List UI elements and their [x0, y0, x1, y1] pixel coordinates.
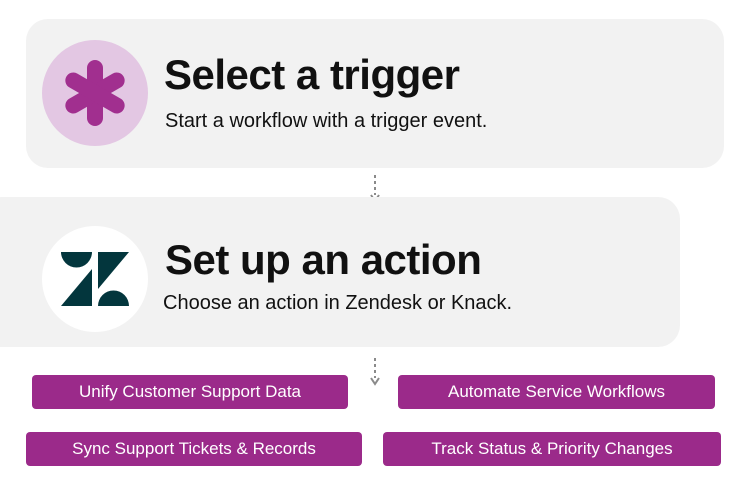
action-step-description: Choose an action in Zendesk or Knack. — [163, 292, 513, 314]
use-case-button-track-status[interactable]: Track Status & Priority Changes — [383, 432, 721, 466]
trigger-step-description: Start a workflow with a trigger event. — [165, 110, 488, 132]
step-connector-arrow — [370, 358, 380, 386]
use-case-button-sync-tickets[interactable]: Sync Support Tickets & Records — [26, 432, 362, 466]
action-icon-badge — [42, 226, 148, 332]
trigger-step-title: Select a trigger — [164, 51, 460, 98]
action-step-title: Set up an action — [165, 236, 482, 283]
zendesk-logo-icon — [61, 252, 129, 306]
use-case-button-automate-workflows[interactable]: Automate Service Workflows — [398, 375, 715, 409]
use-case-button-unify-support-data[interactable]: Unify Customer Support Data — [32, 375, 348, 409]
asterisk-icon — [65, 60, 125, 126]
trigger-icon-badge — [42, 40, 148, 146]
